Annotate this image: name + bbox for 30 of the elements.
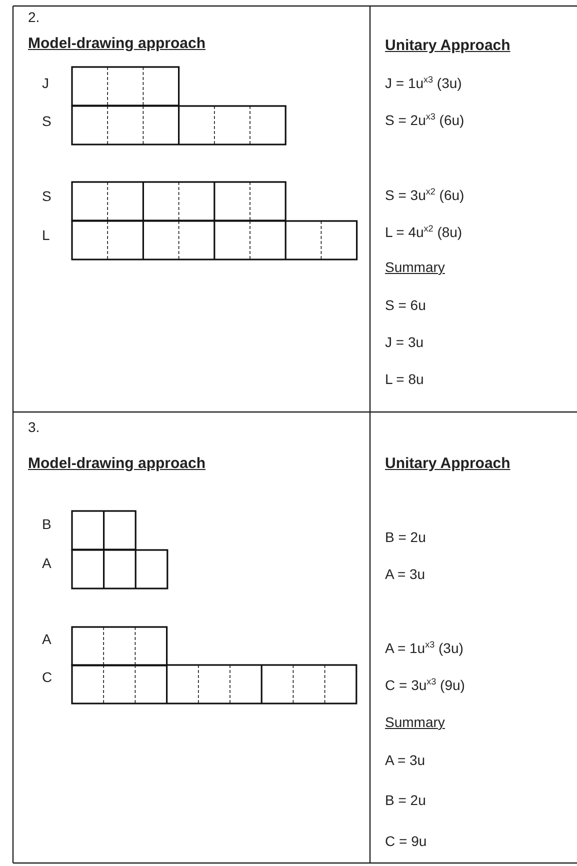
equation-text: A = 3u	[385, 566, 426, 583]
section-heading: Model-drawing approach	[28, 455, 206, 472]
section-heading: Unitary Approach	[385, 37, 510, 54]
row-label: J	[42, 75, 49, 92]
row-label: B	[42, 516, 52, 533]
row-label: S	[42, 113, 52, 130]
equation-text: A = 3u	[385, 752, 426, 769]
equation-text: C = 3u$^{x3}$ (9u)	[385, 677, 465, 694]
row-label: A	[42, 631, 52, 648]
row-label: A	[42, 555, 52, 572]
equation-text: B = 2u	[385, 529, 426, 546]
equation-text: L = 4u$^{x2}$ (8u)	[385, 224, 462, 241]
row-label: S	[42, 188, 52, 205]
section-heading: Unitary Approach	[385, 455, 510, 472]
equation-text: S = 2u$^{x3}$ (6u)	[385, 112, 464, 129]
row-label: C	[42, 669, 52, 686]
equation-text: B = 2u	[385, 792, 426, 809]
row-label: L	[42, 227, 50, 244]
equation-text: S = 3u$^{x2}$ (6u)	[385, 187, 464, 204]
question-number: 3.	[28, 419, 40, 436]
equation-text: L = 8u	[385, 371, 424, 388]
equation-text: C = 9u	[385, 833, 427, 850]
equation-text: J = 1u$^{x3}$ (3u)	[385, 75, 462, 92]
equation-text: A = 1u$^{x3}$ (3u)	[385, 640, 464, 657]
equation-text: J = 3u	[385, 334, 424, 351]
summary-heading: Summary	[385, 259, 445, 276]
equation-text: S = 6u	[385, 297, 426, 314]
question-number: 2.	[28, 9, 40, 26]
section-heading: Model-drawing approach	[28, 35, 206, 52]
summary-heading: Summary	[385, 714, 445, 731]
